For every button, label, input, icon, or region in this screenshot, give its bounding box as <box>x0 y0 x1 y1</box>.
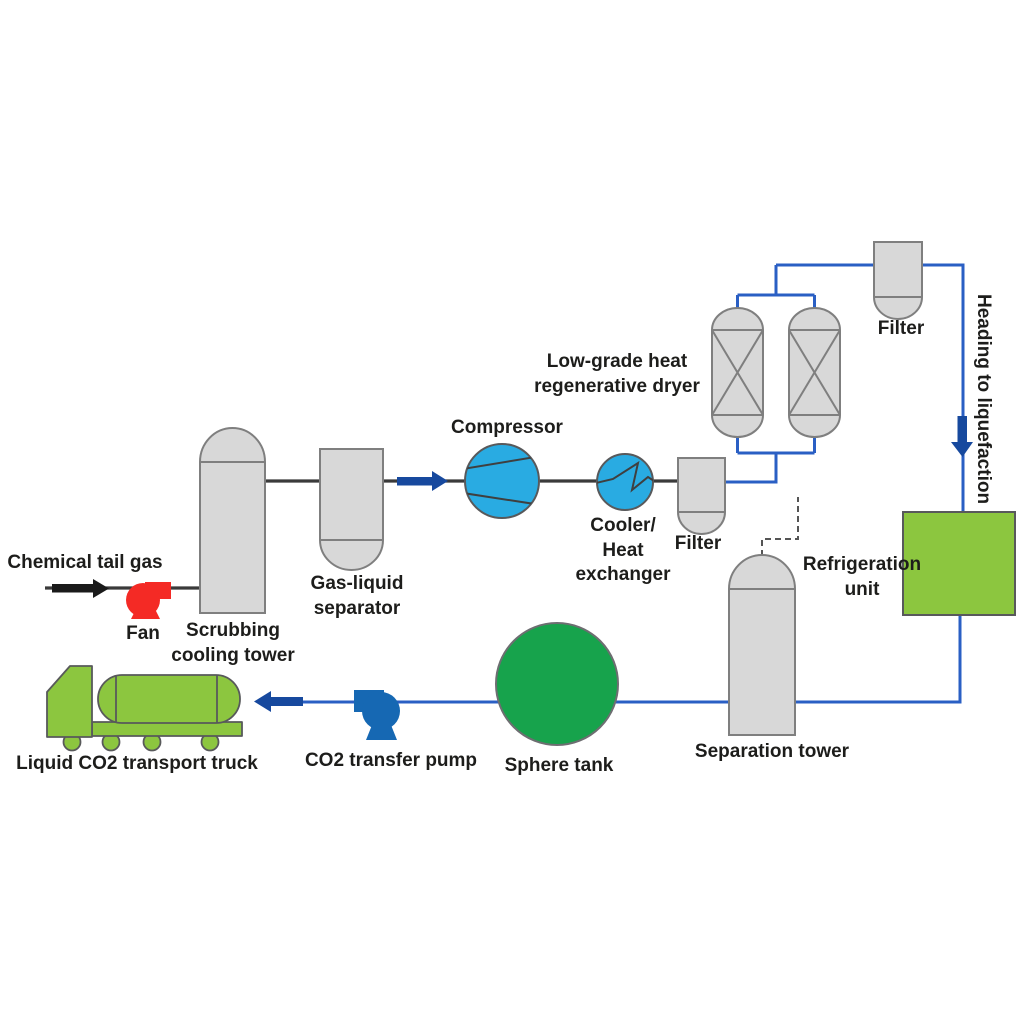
filter-after-cooler-vessel <box>677 457 726 535</box>
label-dryer: Low-grade heat regenerative dryer <box>534 351 700 397</box>
compressor-icon <box>464 443 540 519</box>
tail-gas-arrow <box>52 579 109 598</box>
truck-flatbed <box>91 721 243 737</box>
label-separation-tower: Separation tower <box>694 741 850 762</box>
pipe-dryers-to-top-filter <box>736 263 965 512</box>
label-filter-top: Filter <box>877 318 925 339</box>
dryer-vessel-left <box>711 307 764 438</box>
truck-cab <box>46 665 93 738</box>
label-compressor: Compressor <box>451 417 563 438</box>
label-fan: Fan <box>126 623 160 644</box>
pipe-filter-to-dryers <box>725 437 816 484</box>
label-co2-transfer-pump: CO2 transfer pump <box>304 750 478 771</box>
label-gas-liquid-separator: Gas-liquid separator <box>310 573 404 619</box>
scrubbing-tower-vessel <box>199 427 266 614</box>
label-heading-to-liquefaction: Heading to liquefaction <box>973 294 994 505</box>
dryer-vessel-right <box>788 307 841 438</box>
refrigeration-unit-box <box>902 511 1016 616</box>
truck-tank <box>97 674 241 724</box>
liquefaction-down-arrow <box>951 416 973 457</box>
vessels <box>199 241 923 736</box>
label-scrubbing-tower: Scrubbing cooling tower <box>171 620 295 666</box>
separation-tower-vessel <box>728 554 796 736</box>
label-transport-truck: Liquid CO2 transport truck <box>16 753 258 774</box>
co2-transfer-pump-icon <box>354 690 400 740</box>
cooler-heat-exchanger-icon <box>596 453 654 511</box>
sphere-tank-icon <box>495 622 619 746</box>
gas-liquid-separator-vessel <box>319 448 384 571</box>
transport-truck-icon <box>46 665 243 752</box>
label-cooler: Cooler/ Heat exchanger <box>575 515 671 586</box>
separator-to-compressor-arrow <box>397 471 448 491</box>
label-refrigeration-unit: Refrigeration unit <box>802 554 922 600</box>
label-chemical-tail-gas: Chemical tail gas <box>7 552 163 573</box>
filter-top-vessel <box>873 241 923 320</box>
label-sphere-tank: Sphere tank <box>504 755 614 776</box>
pipe-refrigeration-to-sphere <box>302 615 962 704</box>
to-truck-arrow <box>254 691 303 712</box>
fan-icon <box>126 582 171 619</box>
label-filter-after-cooler: Filter <box>674 533 722 554</box>
dashed-link-tower-refrigeration <box>761 497 799 556</box>
